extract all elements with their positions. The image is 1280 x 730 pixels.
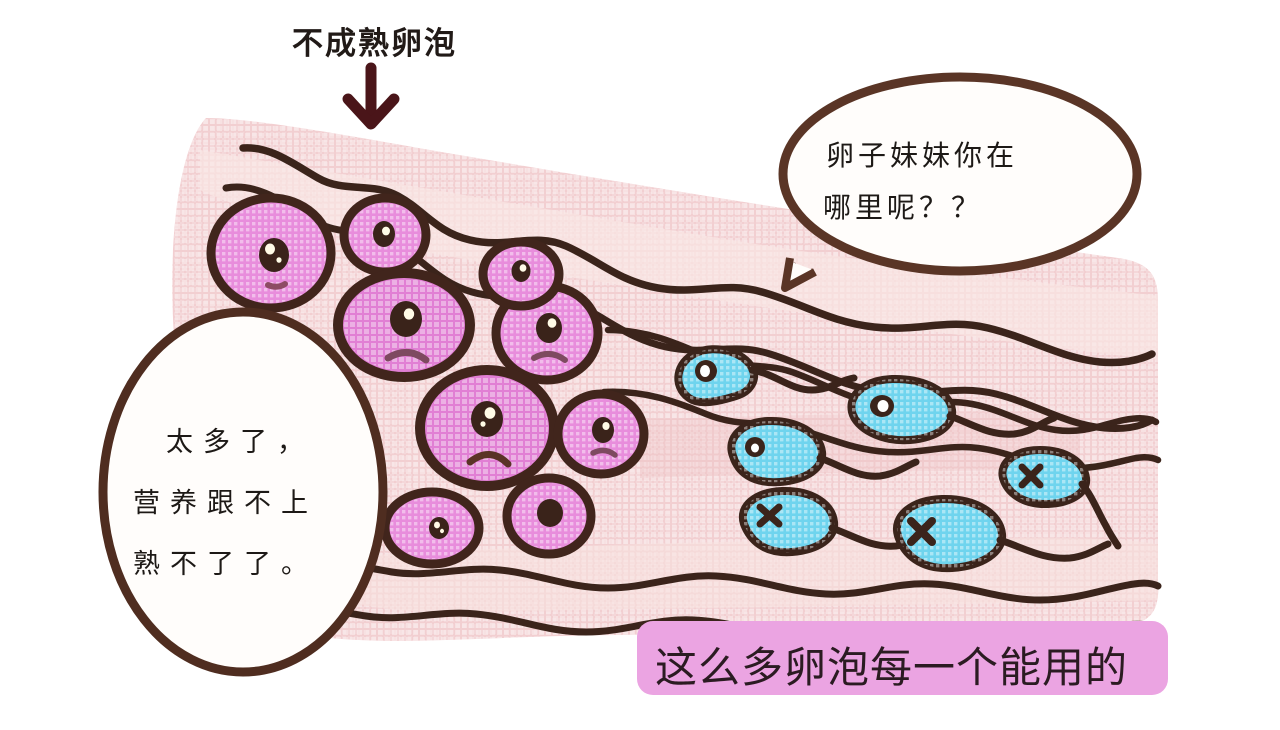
bubble-left-line-3: 熟不了了。 <box>133 549 318 580</box>
follicle-1 <box>206 193 336 313</box>
follicle-label: 不成熟卵泡 <box>292 26 457 62</box>
tube-wall-lower-inner <box>272 558 1162 604</box>
follicle-eye <box>471 401 503 437</box>
speech-bubble-right <box>778 72 1142 292</box>
bubble-right-line-2: 哪里呢？？ <box>823 191 984 224</box>
caption-text: 这么多卵泡每一个能用的 <box>655 643 1129 692</box>
caption-bar <box>637 621 1168 695</box>
sperm-5 <box>892 494 1112 573</box>
sperm-2 <box>847 374 1058 445</box>
tube-wall-mid-right-2 <box>600 388 1162 472</box>
sperm-tail <box>1078 480 1122 550</box>
sperm-eye-dead <box>756 503 783 528</box>
tube-wall-upper-outer <box>239 144 1156 367</box>
follicle-mouth <box>265 281 288 290</box>
sperm-tail <box>946 412 1058 438</box>
bubble-left-line-2: 营养跟不上 <box>133 488 318 519</box>
follicle-2 <box>339 193 431 277</box>
follicle-mouth <box>531 351 568 363</box>
sperm-eye-dead <box>1018 463 1044 489</box>
sperm-tail <box>996 536 1112 562</box>
follicle-eye <box>592 417 614 443</box>
follicle-7 <box>553 389 649 479</box>
follicle-8 <box>380 487 484 569</box>
follicle-group <box>206 193 649 569</box>
sperm-3 <box>727 416 920 487</box>
follicle-eye <box>259 238 289 272</box>
sperm-eye-dead <box>907 517 936 546</box>
sperm-group <box>674 345 1122 573</box>
sperm-1 <box>674 345 858 407</box>
follicle-5 <box>478 237 564 311</box>
follicle-9 <box>502 473 596 559</box>
speech-bubble-left <box>98 307 388 677</box>
sperm-tail <box>748 366 858 394</box>
follicle-eye <box>537 499 563 527</box>
sperm-6 <box>998 446 1122 550</box>
follicle-eye <box>536 313 562 343</box>
follicle-mouth <box>466 451 512 468</box>
follicle-3 <box>333 268 475 382</box>
follicle-mouth <box>590 447 618 458</box>
follicle-eye <box>429 517 449 539</box>
bubble-left-line-1: 太多了， <box>166 427 314 458</box>
follicle-6 <box>415 365 559 491</box>
sperm-tail <box>816 454 920 480</box>
sperm-4 <box>738 486 934 557</box>
follicle-mouth <box>384 349 430 364</box>
bubble-right-line-1: 卵子妹妹你在 <box>826 139 1019 172</box>
follicle-eye <box>390 301 422 337</box>
down-arrow-icon <box>342 62 400 130</box>
